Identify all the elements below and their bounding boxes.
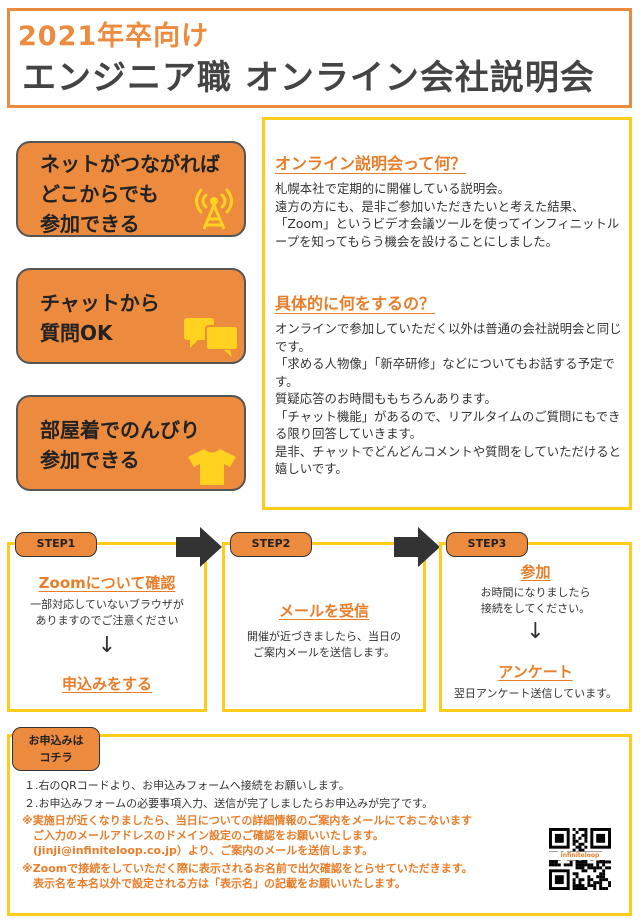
step3-title: 参加 xyxy=(520,563,551,581)
tshirt-icon xyxy=(188,449,236,485)
apply-note-email: ※実施日が近くなりましたら、当日についての詳細情報のご案内をメールにておこないま… xyxy=(22,814,473,857)
qr-code[interactable]: infiniteloop xyxy=(545,828,615,900)
feature-box-relax: 部屋着でのんびり 参加できる xyxy=(16,395,246,491)
step1-text: 一部対応していないブラウザが ありますのでご注意ください xyxy=(30,598,184,627)
feature-text: ネットがつながれば どこからでも 参加できる xyxy=(40,152,220,236)
feature-box-network: ネットがつながれば どこからでも 参加できる xyxy=(16,141,246,237)
step3-label: STEP3 xyxy=(446,532,528,557)
info-question-1: オンライン説明会って何？ xyxy=(275,154,467,173)
step1-title-2: 申込みをする xyxy=(61,675,152,693)
info-answer-1: 札幌本社で定期的に開催している説明会。 遠方の方にも、是非ご参加いただきたいと考… xyxy=(275,181,620,249)
apply-instruction-1: １.右のQRコードより、お申込みフォームへ接続をお願いします。 xyxy=(24,779,350,792)
feature-box-chat: チャットから 質問OK xyxy=(16,268,246,364)
right-arrow-icon xyxy=(394,527,440,567)
step2-box: メールを受信 開催が近づきましたら、当日の ご案内メールを送信します。 xyxy=(222,542,426,712)
apply-box: １.右のQRコードより、お申込みフォームへ接続をお願いします。 ２.お申込みフォ… xyxy=(7,734,632,916)
feature-text: 部屋着でのんびり 参加できる xyxy=(40,418,200,472)
down-arrow-icon: ↓ xyxy=(97,633,117,658)
right-arrow-icon xyxy=(176,527,222,567)
step3-text-2: 翌日アンケート送信しています。 xyxy=(453,687,618,700)
apply-note-zoom: ※Zoomで接続をしていただく際に表示されるお名前で出欠確認をとらせていただきま… xyxy=(22,862,473,890)
step2-text: 開催が近づきましたら、当日の ご案内メールを送信します。 xyxy=(247,630,401,659)
apply-instruction-2: ２.お申込みフォームの必要事項入力、送信が完了しましたらお申込みが完了です。 xyxy=(24,797,434,810)
step2-title: メールを受信 xyxy=(278,602,369,620)
step3-title-2: アンケート xyxy=(498,663,573,681)
step3-box: 参加 お時間になりましたら 接続をしてください。 ↓ アンケート 翌日アンケート… xyxy=(439,542,632,712)
page-title: エンジニア職 オンライン会社説明会 xyxy=(22,58,595,98)
header-subtitle: 2021年卒向け xyxy=(18,21,210,52)
step1-label: STEP1 xyxy=(15,532,97,557)
step2-label: STEP2 xyxy=(230,532,312,557)
info-answer-2: オンラインで参加していただく以外は普通の会社説明会と同じです。 「求める人物像」… xyxy=(275,321,622,476)
header-box xyxy=(7,8,632,108)
info-question-2: 具体的に何をするの？ xyxy=(275,294,436,313)
down-arrow-icon: ↓ xyxy=(526,619,545,644)
antenna-icon xyxy=(195,188,233,230)
step3-text: お時間になりましたら 接続をしてください。 xyxy=(480,586,591,615)
feature-text: チャットから 質問OK xyxy=(40,291,160,345)
qr-caption: infiniteloop xyxy=(545,852,615,860)
info-box: オンライン説明会って何？ 札幌本社で定期的に開催している説明会。 遠方の方にも、… xyxy=(262,117,632,510)
apply-label: お申込みは コチラ xyxy=(12,727,100,771)
step1-box: Zoomについて確認 一部対応していないブラウザが ありますのでご注意ください … xyxy=(7,542,207,712)
chat-bubbles-icon xyxy=(184,318,239,357)
step1-title: Zoomについて確認 xyxy=(38,574,176,592)
